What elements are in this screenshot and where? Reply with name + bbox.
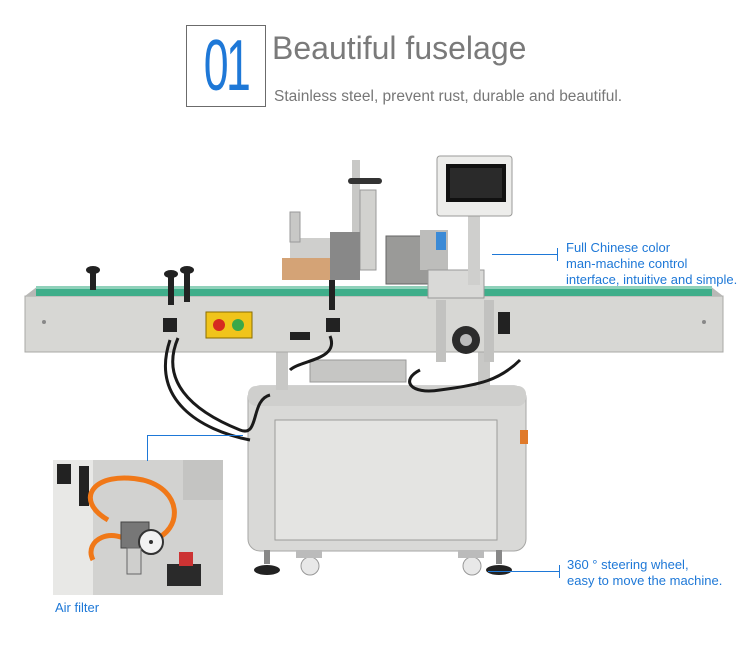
section-number: 01 bbox=[203, 26, 251, 106]
wheel-line-2: easy to move the machine. bbox=[567, 573, 723, 588]
control-panel-callout-tick bbox=[557, 248, 558, 261]
wheel-callout-line bbox=[488, 571, 560, 572]
control-panel-line-2: man-machine control bbox=[566, 256, 688, 271]
control-panel-line-1: Full Chinese color bbox=[566, 240, 671, 255]
control-panel-line-3: interface, intuitive and simple. bbox=[566, 272, 738, 287]
air-filter-callout-vertical bbox=[147, 435, 148, 461]
wheel-callout: 360 ° steering wheel, easy to move the m… bbox=[567, 557, 722, 589]
air-filter-callout-horizontal bbox=[147, 435, 243, 436]
air-filter-caption: Air filter bbox=[55, 600, 100, 615]
conveyor bbox=[24, 286, 724, 353]
wheel-line-1: 360 ° steering wheel, bbox=[567, 557, 689, 572]
section-subtitle: Stainless steel, prevent rust, durable a… bbox=[274, 88, 623, 105]
control-panel-callout-line bbox=[492, 254, 558, 255]
wheel-callout-tick bbox=[559, 565, 560, 578]
control-box bbox=[205, 311, 253, 339]
air-filter-photo bbox=[53, 460, 223, 595]
caster-wheels bbox=[254, 550, 512, 576]
section-title: Beautiful fuselage bbox=[272, 30, 527, 66]
machine-cabinet bbox=[247, 385, 528, 552]
control-panel-callout: Full Chinese color man-machine control i… bbox=[566, 240, 737, 288]
touch-screen bbox=[436, 155, 513, 285]
air-filter-image bbox=[53, 460, 223, 595]
section-number-box: 01 bbox=[186, 25, 266, 107]
